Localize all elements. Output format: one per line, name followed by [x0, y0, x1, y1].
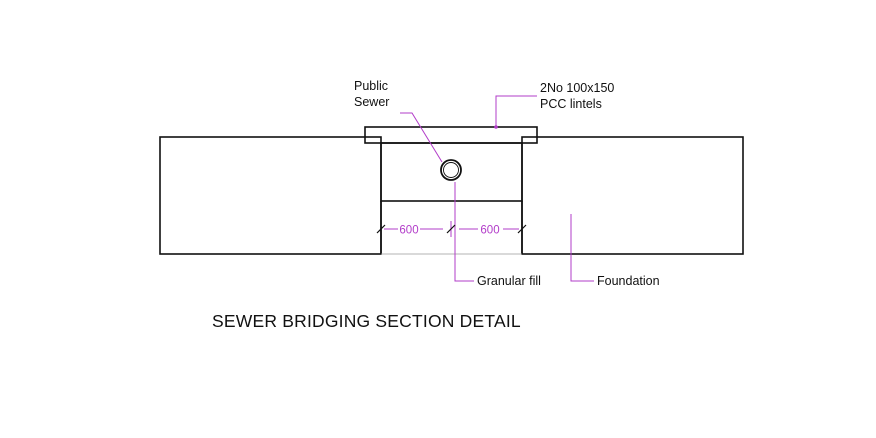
- dimension-ticks: [376, 224, 527, 234]
- lintels-label-line1: 2No 100x150: [540, 81, 614, 95]
- leader-lines: [400, 95, 594, 282]
- foundation-right-block: [521, 136, 744, 255]
- foundation-left-block: [159, 136, 382, 255]
- lintels-label-line2: PCC lintels: [540, 97, 602, 111]
- drawing-title: SEWER BRIDGING SECTION DETAIL: [212, 311, 521, 331]
- dimension-lines: [384, 221, 519, 237]
- public-sewer-label-line2: Sewer: [354, 95, 389, 109]
- granular-leader: [454, 182, 474, 282]
- lintels-leader: [495, 95, 537, 127]
- foundation-leader: [570, 214, 594, 282]
- lintels-leader-dot: [494, 125, 498, 129]
- granular-fill-label: Granular fill: [477, 274, 541, 288]
- dimension-left-value: 600: [399, 225, 418, 237]
- dimension-right-value: 600: [480, 225, 499, 237]
- sewer-pipe-inner: [443, 162, 459, 178]
- pcc-lintels: [364, 126, 538, 144]
- foundation-label: Foundation: [597, 274, 660, 288]
- sewer-leader: [400, 112, 443, 163]
- public-sewer-label-line1: Public: [354, 79, 388, 93]
